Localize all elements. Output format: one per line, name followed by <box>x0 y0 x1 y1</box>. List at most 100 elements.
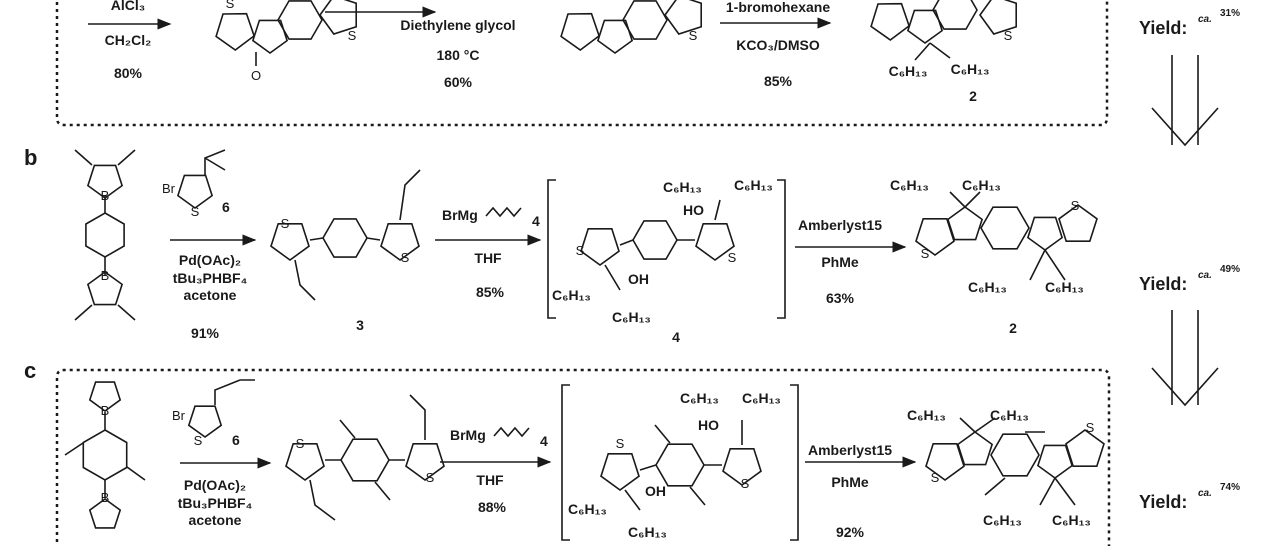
substituent-label: C₆H₁₃ <box>734 177 773 193</box>
reagent-label: 1-bromohexane <box>726 0 830 15</box>
substituent-label: C₆H₁₃ <box>628 524 667 540</box>
atom-label: S <box>1004 28 1013 43</box>
atom-label: Br <box>172 408 186 423</box>
yield-label: 92% <box>836 524 865 540</box>
substituent-label: C₆H₁₃ <box>890 177 929 193</box>
catalyst-label: Pd(OAc)₂ <box>179 252 241 268</box>
atom-label: S <box>296 436 305 451</box>
five-membered-ring <box>251 19 289 54</box>
benzene-ring <box>277 0 323 40</box>
compound-number: 6 <box>222 199 230 215</box>
five-membered-ring <box>979 0 1018 35</box>
substituent-label: C₆H₁₃ <box>907 407 946 423</box>
overall-yield-b: Yield: ca. 49% <box>1139 264 1240 294</box>
bond <box>294 169 421 301</box>
substituent-label: C₆H₁₃ <box>951 61 990 77</box>
yield-ca: ca. <box>1198 14 1212 25</box>
yield-ca: ca. <box>1198 270 1212 281</box>
five-membered-ring <box>1058 204 1098 242</box>
yield-label: 60% <box>444 74 473 90</box>
yield-ca: ca. <box>1198 488 1212 499</box>
ligand-label: tBu₃PHBF₄ <box>173 270 248 286</box>
five-membered-ring <box>176 174 214 209</box>
bond <box>959 417 1076 506</box>
yield-value: 31% <box>1220 8 1240 19</box>
five-membered-ring <box>906 9 944 44</box>
five-membered-ring <box>915 218 955 256</box>
five-membered-ring <box>1065 429 1105 468</box>
solvent-label: Diethylene glycol <box>400 17 515 33</box>
bond <box>214 379 255 405</box>
atom-label: S <box>1086 420 1095 435</box>
solvent-label: acetone <box>189 512 242 528</box>
panel-label-c: c <box>24 358 36 383</box>
yield-value: 74% <box>1220 482 1240 493</box>
five-membered-ring <box>380 223 420 261</box>
atom-label: S <box>226 0 235 11</box>
five-membered-ring <box>695 223 735 261</box>
panel-c-box <box>55 368 1111 546</box>
solvent-label: acetone <box>184 287 237 303</box>
five-membered-ring <box>285 442 325 481</box>
benzene-ring <box>990 433 1040 477</box>
molecule-product-2: S <box>870 0 1018 61</box>
reagent-label: BrMg <box>442 207 478 223</box>
atom-label: B <box>101 268 110 283</box>
five-membered-ring <box>560 12 601 51</box>
hydroxyl-label: HO <box>683 202 704 218</box>
atom-label: S <box>426 470 435 485</box>
yield-value: 49% <box>1220 264 1240 275</box>
yield-prefix: Yield: <box>1139 18 1187 38</box>
substituent-label: C₆H₁₃ <box>1045 279 1084 295</box>
five-membered-ring <box>1036 444 1074 479</box>
hexyl-chain <box>485 206 522 218</box>
five-membered-ring <box>86 164 124 199</box>
five-membered-ring <box>664 0 703 35</box>
five-membered-ring <box>870 2 911 41</box>
bond <box>914 42 951 61</box>
substituent-label: C₆H₁₃ <box>742 390 781 406</box>
repeat-count: 4 <box>532 213 540 229</box>
benzene-ring <box>322 218 368 258</box>
hydroxyl-label: HO <box>698 417 719 433</box>
bracket <box>547 179 786 319</box>
bond <box>604 199 721 291</box>
bond <box>624 420 743 511</box>
molecule-dimethoxy-product: SS <box>925 417 1105 506</box>
yield-prefix: Yield: <box>1139 274 1187 294</box>
five-membered-ring <box>319 0 358 35</box>
panel-a-box <box>55 0 1109 127</box>
substituent-label: C₆H₁₃ <box>990 407 1029 423</box>
atom-label: S <box>191 204 200 219</box>
atom-label: O <box>251 68 261 83</box>
panel-label-b: b <box>24 145 37 170</box>
improvement-arrow-icon <box>1151 310 1219 407</box>
solvent-label: PhMe <box>831 474 869 490</box>
substituent-label: C₆H₁₃ <box>1052 512 1091 528</box>
atom-label: S <box>1071 198 1080 213</box>
benzene-ring <box>82 429 128 481</box>
catalyst-label: Pd(OAc)₂ <box>184 477 246 493</box>
molecule-dimethoxy-diol: SS <box>600 420 762 511</box>
benzene-ring <box>980 206 1030 250</box>
bond <box>309 394 426 521</box>
solvent-label: PhMe <box>821 254 859 270</box>
molecule-bromothiophene-ester: S <box>176 149 226 219</box>
atom-label: Br <box>162 181 176 196</box>
benzene-ring <box>622 0 668 40</box>
five-membered-ring <box>956 431 994 466</box>
five-membered-ring <box>722 447 762 486</box>
atom-label: S <box>741 476 750 491</box>
reagent-label: Amberlyst15 <box>798 217 882 233</box>
atom-label: S <box>616 436 625 451</box>
compound-number: 3 <box>356 317 364 333</box>
five-membered-ring <box>1026 216 1064 251</box>
yield-label: 85% <box>476 284 505 300</box>
molecule-dimethoxy-diboronate: BB <box>64 381 146 529</box>
substituent-label: C₆H₁₃ <box>663 179 702 195</box>
five-membered-ring <box>946 206 984 241</box>
reagent-label: BrMg <box>450 427 486 443</box>
atom-label: S <box>921 246 930 261</box>
temperature-label: 180 °C <box>437 47 480 63</box>
